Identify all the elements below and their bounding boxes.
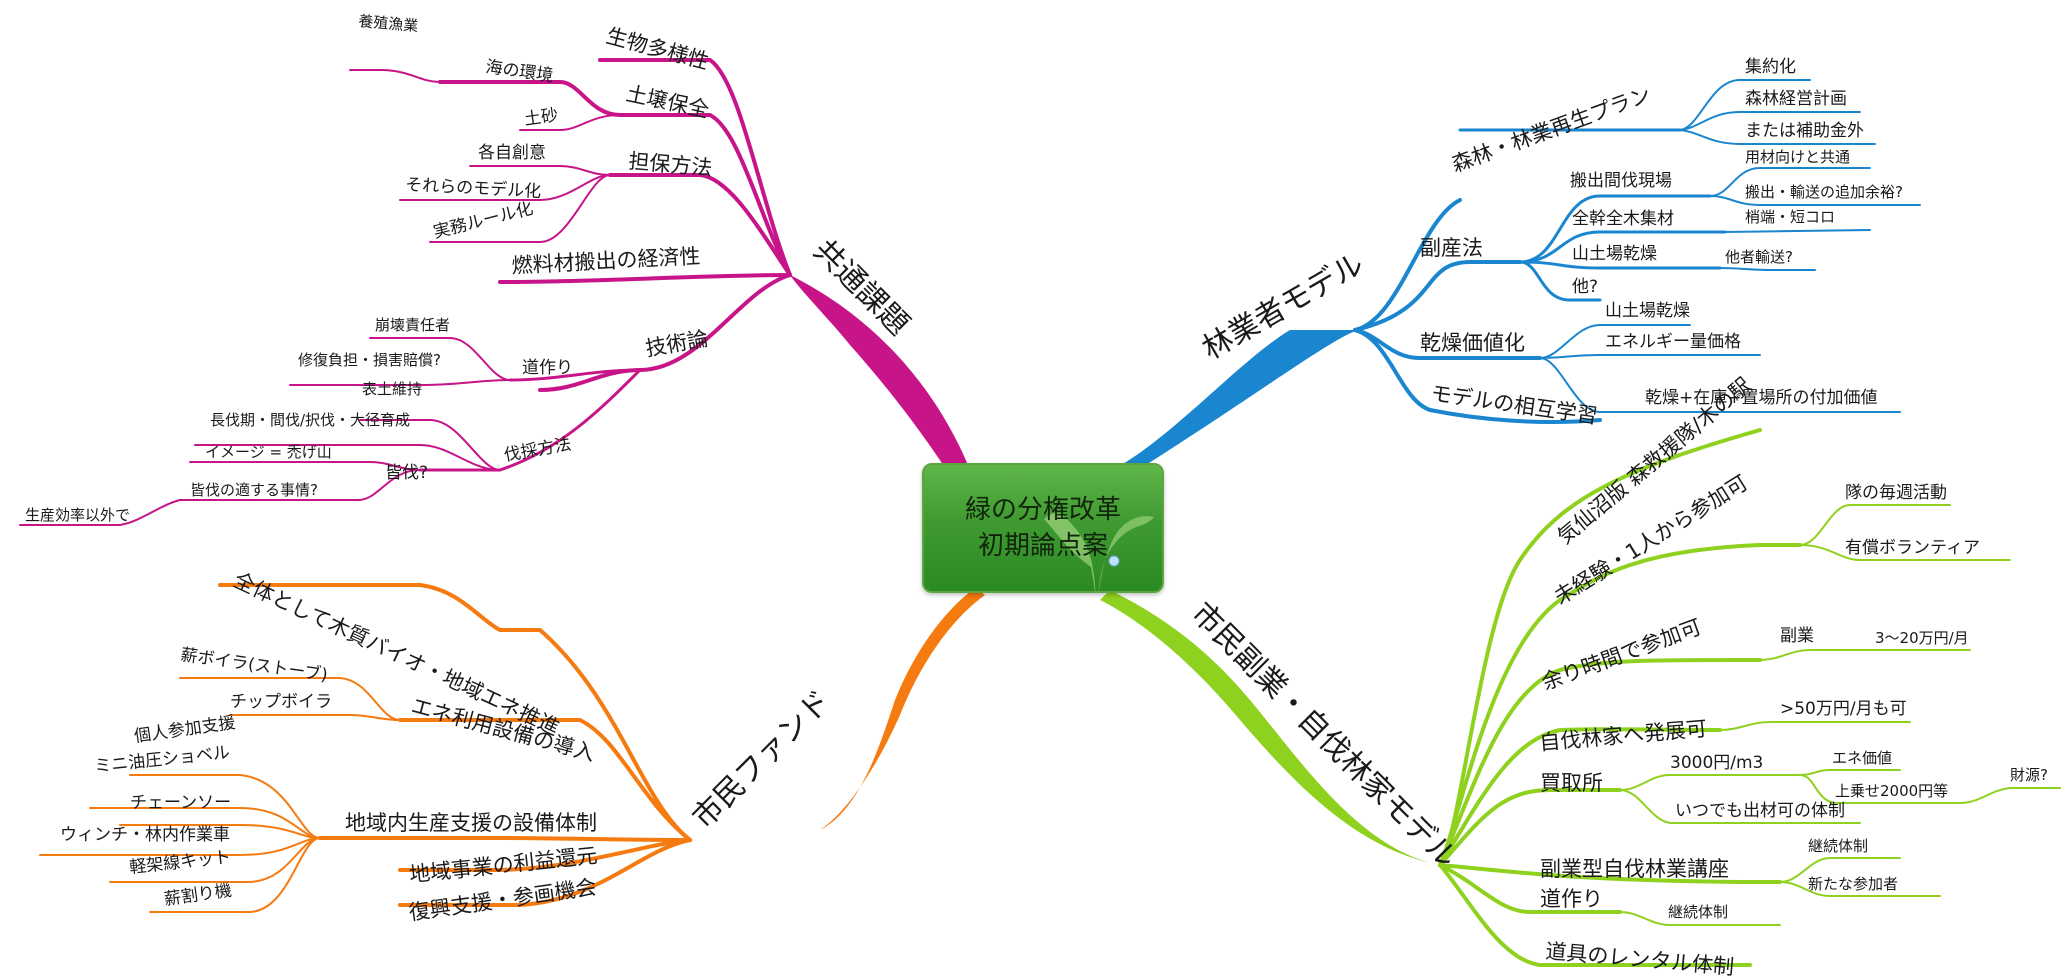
production-item: 薪割り機 — [163, 881, 233, 910]
branch-sidejob — [1438, 428, 2061, 967]
common-bio: 生物多様性 — [604, 24, 712, 74]
leaf-icon — [1044, 513, 1154, 591]
trunk-common — [790, 275, 970, 475]
forestry-plan-item: 森林経営計画 — [1745, 89, 1847, 109]
inexperienced-item: 有償ボランティア — [1845, 538, 1980, 558]
clear-suited: 皆伐の適する事情? — [190, 481, 318, 499]
buying-label: 買取所 — [1540, 771, 1603, 795]
develop-label: 自伐林家へ発展可 — [1538, 716, 1707, 755]
buying-anytime: いつでも出材可の体制 — [1675, 801, 1845, 821]
central-topic-line2: 初期論点案 — [977, 531, 1108, 561]
rental-label: 道具のレンタル体制 — [1545, 939, 1735, 976]
road-item: 修復負担・損害賠償? — [298, 351, 441, 369]
byproduct-yamadoba-item: 他者輸送? — [1725, 248, 1793, 266]
sparetime-label: 余り時間で参加可 — [1539, 615, 1705, 695]
equipment-item: 薪ボイラ(ストーブ) — [179, 644, 329, 685]
clear-label: 皆伐? — [385, 463, 428, 483]
buying-energy: エネ価値 — [1832, 749, 1892, 767]
trunk-fund — [820, 588, 985, 830]
labels-sidejob: 市民副業・自伐林家モデル 気仙沼版 森救援隊/木の駅 未経験・1人から参加可 隊… — [1184, 373, 2048, 976]
security-item: それらのモデル化 — [405, 174, 542, 202]
inexperienced-label: 未経験・1人から参加可 — [1550, 471, 1752, 610]
soil-aqua: 養殖漁業 — [358, 12, 419, 35]
byproduct-other: 他? — [1572, 277, 1598, 297]
buying-price: 3000円/m3 — [1670, 753, 1763, 773]
branch-forestry — [1353, 79, 1921, 424]
develop-income: >50万円/月も可 — [1780, 699, 1907, 719]
forestry-plan-item: 集約化 — [1745, 57, 1796, 77]
production-item: ウィンチ・林内作業車 — [60, 825, 230, 845]
tech-label: 技術論 — [644, 326, 710, 361]
byproduct-yamadoba: 山土場乾燥 — [1572, 244, 1657, 264]
trunk-sidejob — [1100, 590, 1440, 865]
central-topic-line1: 緑の分権改革 — [964, 495, 1121, 525]
road-item: 崩壊責任者 — [375, 316, 450, 334]
course-label: 副業型自伐林業講座 — [1540, 857, 1729, 881]
inexperienced-item: 隊の毎週活動 — [1845, 483, 1947, 503]
clear-image: イメージ = 禿げ山 — [205, 443, 332, 461]
labels-fund: 市民ファンド 全体として木質バイオ・地域エネ推進 エネ利用設備の導入 薪ボイラ(… — [60, 568, 838, 925]
central-topic[interactable]: 緑の分権改革 初期論点案 — [922, 463, 1164, 593]
road-label: 道作り — [522, 358, 573, 378]
security-item: 各自創意 — [478, 143, 546, 163]
byproduct-zenkan-item: 梢端・短コロ — [1745, 208, 1835, 226]
branch-common — [19, 58, 792, 526]
drying-label: 乾燥価値化 — [1420, 331, 1525, 355]
buying-source: 財源? — [2010, 766, 2048, 784]
drying-item: エネルギー量価格 — [1605, 332, 1741, 352]
branch-fund — [39, 583, 692, 913]
soil-sand: 土砂 — [523, 105, 559, 130]
fund-title: 市民ファンド — [686, 684, 838, 836]
sj-road-label: 道作り — [1540, 887, 1603, 911]
course-item: 継続体制 — [1808, 837, 1868, 855]
course-item: 新たな参加者 — [1808, 875, 1898, 893]
byproduct-hashutsu: 搬出間伐現場 — [1570, 171, 1672, 191]
sidejob-title: 市民副業・自伐林家モデル — [1184, 596, 1463, 875]
byproduct-label: 副産法 — [1420, 236, 1483, 260]
clear-productivity: 生産効率以外で — [25, 506, 130, 524]
buying-extra: 上乗せ2000円等 — [1835, 782, 1948, 800]
security-item: 実務ルール化 — [431, 199, 535, 243]
cutting-surface: 表土維持 — [362, 380, 422, 398]
fuel-label: 燃料材搬出の経済性 — [511, 244, 701, 278]
production-item: ミニ油圧ショベル — [93, 743, 230, 777]
sparetime-side: 副業 — [1780, 626, 1814, 646]
byproduct-zenkan: 全幹全木集材 — [1572, 208, 1674, 229]
production-item: チェーンソー — [130, 793, 231, 813]
byproduct-hashutsu-item: 搬出・輸送の追加余裕? — [1745, 183, 1903, 201]
drying-item: 山土場乾燥 — [1605, 301, 1690, 321]
sj-road-item: 継続体制 — [1668, 903, 1728, 921]
trunk-forestry — [1112, 330, 1360, 475]
forestry-plan-item: または補助金外 — [1745, 121, 1864, 141]
sparetime-income: 3〜20万円/月 — [1875, 629, 1969, 647]
byproduct-hashutsu-item: 用材向けと共通 — [1745, 148, 1850, 166]
cutting-long: 長伐期・間伐/択伐・大径育成 — [210, 411, 410, 429]
production-item: 個人参加支援 — [133, 713, 237, 747]
drying-item: 乾燥+在庫+置場所の付加価値 — [1645, 388, 1878, 408]
production-item: 軽架線キット — [128, 847, 232, 878]
cutting-label: 伐採方法 — [502, 434, 572, 466]
equipment-item: チップボイラ — [230, 692, 332, 712]
production-label: 地域内生産支援の設備体制 — [345, 811, 597, 835]
